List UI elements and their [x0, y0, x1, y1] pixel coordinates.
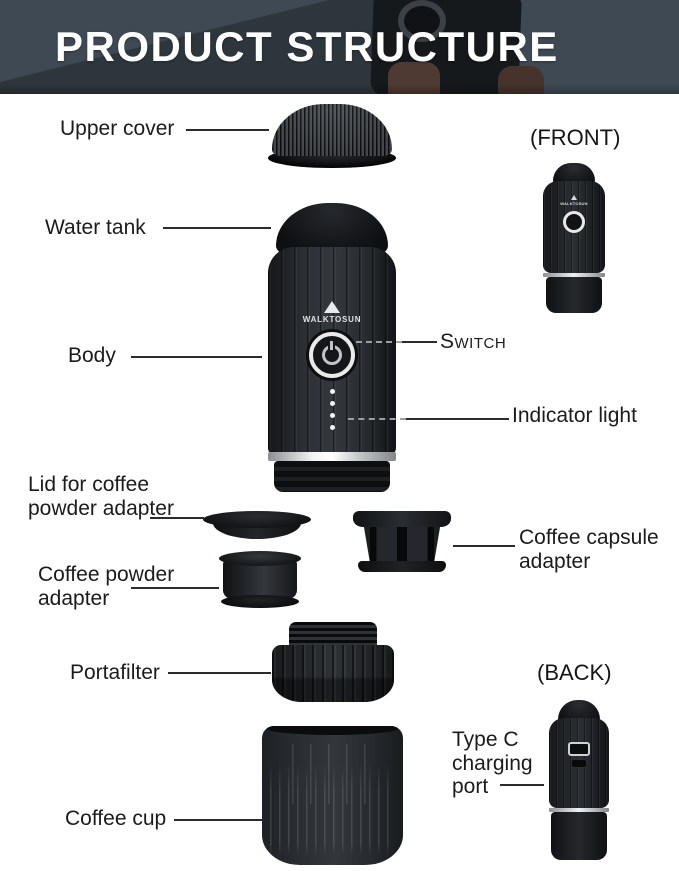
capsule-adapter-bottom-flange — [358, 561, 446, 572]
back-view-caption: (BACK) — [537, 660, 612, 685]
indicator-light-leader-line-dashed — [348, 418, 406, 420]
header-bottom-shade — [0, 84, 679, 94]
front-view-image: WALKTOSUN — [543, 163, 605, 313]
powder-adapter-bottom-rim — [221, 595, 299, 608]
type-c-charging-port-label: Type C charging port — [452, 728, 533, 799]
lid-top — [203, 511, 311, 528]
power-icon — [322, 341, 342, 365]
brand-name: WALKTOSUN — [302, 315, 362, 324]
back-bottom-section — [551, 812, 607, 860]
coffee-capsule-adapter-leader-line — [453, 545, 515, 547]
portafilter-threads — [289, 622, 377, 647]
coffee-capsule-adapter-image — [353, 511, 451, 573]
coffee-powder-adapter-leader-line — [131, 587, 219, 589]
type-c-leader-line — [500, 784, 544, 786]
front-dome — [553, 163, 595, 185]
portafilter-body — [272, 645, 394, 702]
indicator-dot — [329, 425, 335, 430]
capsule-adapter-middle — [363, 525, 441, 563]
indicator-light-leader-line — [406, 418, 509, 420]
upper-cover-label: Upper cover — [60, 117, 175, 140]
mountain-logo-icon — [324, 301, 340, 313]
coffee-capsule-adapter-label: Coffee capsule adapter — [519, 526, 659, 573]
coffee-cup-label: Coffee cup — [65, 807, 167, 830]
body-bottom-rings — [274, 461, 390, 492]
power-button — [309, 332, 355, 378]
powder-adapter-top-rim — [219, 551, 301, 566]
portafilter-image — [272, 622, 394, 702]
lid-leader-line — [150, 517, 204, 519]
background-device-cap-ring — [398, 0, 446, 42]
coffee-cup-ribs — [270, 764, 395, 856]
back-view-image — [549, 700, 609, 862]
upper-cover-dome — [272, 104, 392, 156]
type-c-port — [568, 742, 590, 756]
coffee-powder-adapter-label: Coffee powder adapter — [38, 563, 175, 610]
capsule-adapter-top-flange — [353, 511, 451, 527]
switch-leader-line — [402, 341, 437, 343]
switch-label: Switch — [440, 330, 507, 353]
front-silver-band — [543, 273, 605, 277]
indicator-dot — [329, 413, 335, 418]
portafilter-label: Portafilter — [70, 661, 160, 684]
front-bottom-section — [546, 277, 602, 313]
body-label: Body — [68, 344, 116, 367]
device-body-image: WALKTOSUN — [268, 203, 396, 493]
portafilter-leader-line — [168, 672, 271, 674]
water-tank-label: Water tank — [45, 216, 146, 239]
lid-image — [203, 511, 311, 543]
front-logo-icon — [571, 195, 577, 200]
background-hand-silhouette-2 — [498, 66, 544, 94]
coffee-cup-image — [262, 726, 403, 865]
indicator-light-label: Indicator light — [512, 404, 637, 427]
port-cover-slider — [572, 760, 586, 767]
indicator-dot — [329, 389, 335, 394]
coffee-powder-adapter-image — [219, 551, 301, 609]
indicator-dots — [327, 389, 337, 430]
front-brand-text: WALKTOSUN — [560, 201, 588, 206]
lid-label: Lid for coffee powder adapter — [28, 473, 174, 520]
back-silver-band — [549, 808, 609, 812]
coffee-cup-ribs-upper — [292, 744, 372, 804]
header-banner: PRODUCT STRUCTURE — [0, 0, 679, 94]
page-title: PRODUCT STRUCTURE — [55, 23, 559, 70]
upper-cover-image — [268, 104, 396, 172]
background-hand-silhouette — [388, 62, 440, 94]
silver-band — [268, 452, 396, 461]
front-view-caption: (FRONT) — [530, 125, 621, 150]
brand-logo: WALKTOSUN — [268, 301, 396, 324]
body-leader-line — [131, 356, 262, 358]
coffee-cup-leader-line — [174, 819, 263, 821]
switch-leader-line-dashed — [356, 341, 402, 343]
front-power-button — [563, 211, 585, 233]
water-tank-leader-line — [163, 227, 271, 229]
upper-cover-leader-line — [186, 129, 269, 131]
indicator-dot — [329, 401, 335, 406]
